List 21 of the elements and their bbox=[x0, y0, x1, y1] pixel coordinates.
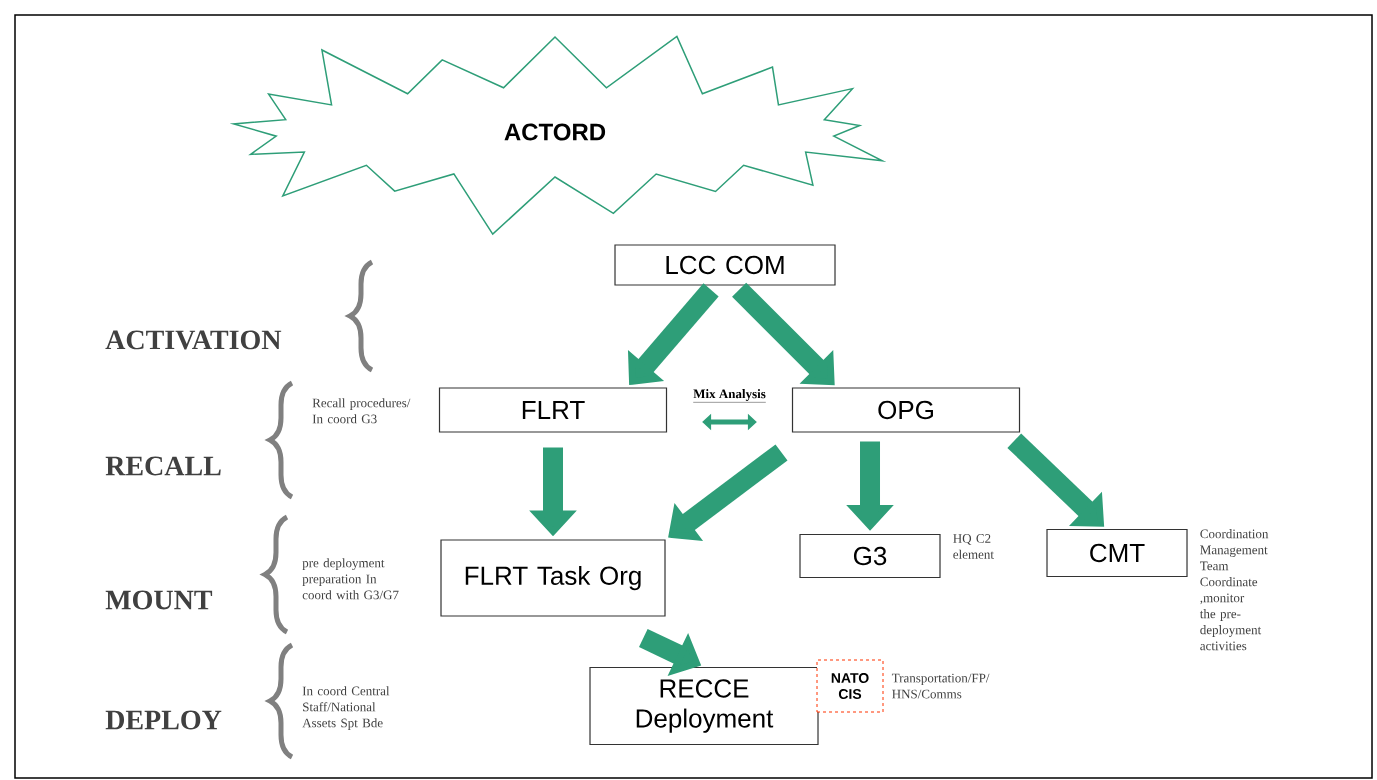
process-box: LCC COM bbox=[614, 244, 836, 286]
process-box: FLRT bbox=[438, 387, 668, 433]
phase-label: ACTIVATION bbox=[105, 330, 282, 350]
block-arrow bbox=[668, 444, 788, 542]
process-box: G3 bbox=[799, 533, 941, 579]
edge-label: Mix Analysis bbox=[693, 389, 766, 403]
annotation-text: Transportation/FP/ HNS/Comms bbox=[891, 673, 990, 699]
annotation-text: In coord Central Staff/National Assets Spt Bde bbox=[302, 686, 390, 730]
annotation-text: Coordination Management Team Coordinate ,monitor the pre-deployment activities bbox=[1199, 529, 1269, 651]
annotation-text: Recall procedures/ In coord G3 bbox=[312, 398, 411, 424]
phase-label: MOUNT bbox=[105, 590, 213, 610]
process-box: OPG bbox=[791, 387, 1021, 433]
block-arrow bbox=[702, 413, 757, 431]
annotation-text: HQ C2 element bbox=[953, 534, 994, 559]
tag-box: NATO CIS bbox=[816, 659, 884, 713]
block-arrow bbox=[732, 282, 835, 386]
annotation-text: pre deployment preparation In coord with G3/G7 bbox=[302, 558, 399, 600]
process-box: FLRT Task Org bbox=[440, 539, 666, 617]
phase-label: DEPLOY bbox=[105, 710, 222, 730]
process-box: CMT bbox=[1046, 528, 1188, 578]
phase-label: RECALL bbox=[105, 456, 221, 476]
